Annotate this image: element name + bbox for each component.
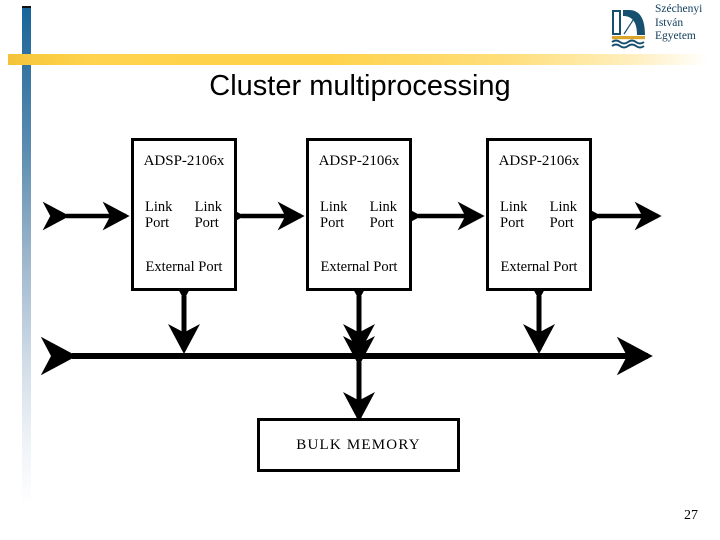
link-port-right: Link Port: [550, 199, 577, 231]
link-port-left-line1: Link: [320, 199, 348, 215]
link-port-right: Link Port: [370, 199, 397, 231]
processor-box-3[interactable]: ADSP-2106x Link Port Link Port External …: [486, 138, 592, 291]
link-port-left-line1: Link: [145, 199, 173, 215]
vertical-bar-cap: [22, 6, 31, 9]
logo-line-1: Széchenyi: [655, 3, 703, 15]
page-number: 27: [684, 508, 698, 523]
bulk-memory-box[interactable]: BULK MEMORY: [257, 418, 460, 472]
link-port-left: Link Port: [145, 199, 172, 231]
external-port-label: External Port: [145, 259, 223, 275]
processor-box-2[interactable]: ADSP-2106x Link Port Link Port External …: [306, 138, 412, 291]
bulk-memory-label: BULK MEMORY: [296, 436, 421, 453]
horizontal-accent-bar: [8, 54, 708, 65]
link-port-left-line2: Port: [500, 215, 525, 231]
processor-box-1[interactable]: ADSP-2106x Link Port Link Port External …: [131, 138, 237, 291]
link-port-left-line1: Link: [500, 199, 528, 215]
page-title: Cluster multiprocessing: [209, 70, 511, 102]
university-logo: Széchenyi István Egyetem: [607, 3, 715, 51]
link-port-right-line2: Port: [549, 215, 574, 231]
link-port-left-line2: Port: [320, 215, 345, 231]
logo-line-3: Egyetem: [655, 30, 696, 42]
logo-line-2: István: [655, 16, 684, 29]
bridge-book-icon: [607, 5, 651, 49]
link-port-right-line1: Link: [369, 199, 397, 215]
link-port-right-line2: Port: [194, 215, 219, 231]
external-port-label: External Port: [500, 259, 578, 275]
link-port-right-line1: Link: [549, 199, 577, 215]
link-port-left-line2: Port: [145, 215, 170, 231]
link-port-left: Link Port: [320, 199, 347, 231]
external-port-label: External Port: [320, 259, 398, 275]
link-port-right-line2: Port: [369, 215, 394, 231]
processor-title: ADSP-2106x: [498, 153, 580, 169]
link-port-right-line1: Link: [194, 199, 222, 215]
link-port-right: Link Port: [195, 199, 222, 231]
link-port-left: Link Port: [500, 199, 527, 231]
logo-text-block: Széchenyi István Egyetem: [655, 3, 717, 44]
processor-title: ADSP-2106x: [318, 153, 400, 169]
vertical-accent-bar: [22, 8, 31, 508]
processor-title: ADSP-2106x: [143, 153, 225, 169]
